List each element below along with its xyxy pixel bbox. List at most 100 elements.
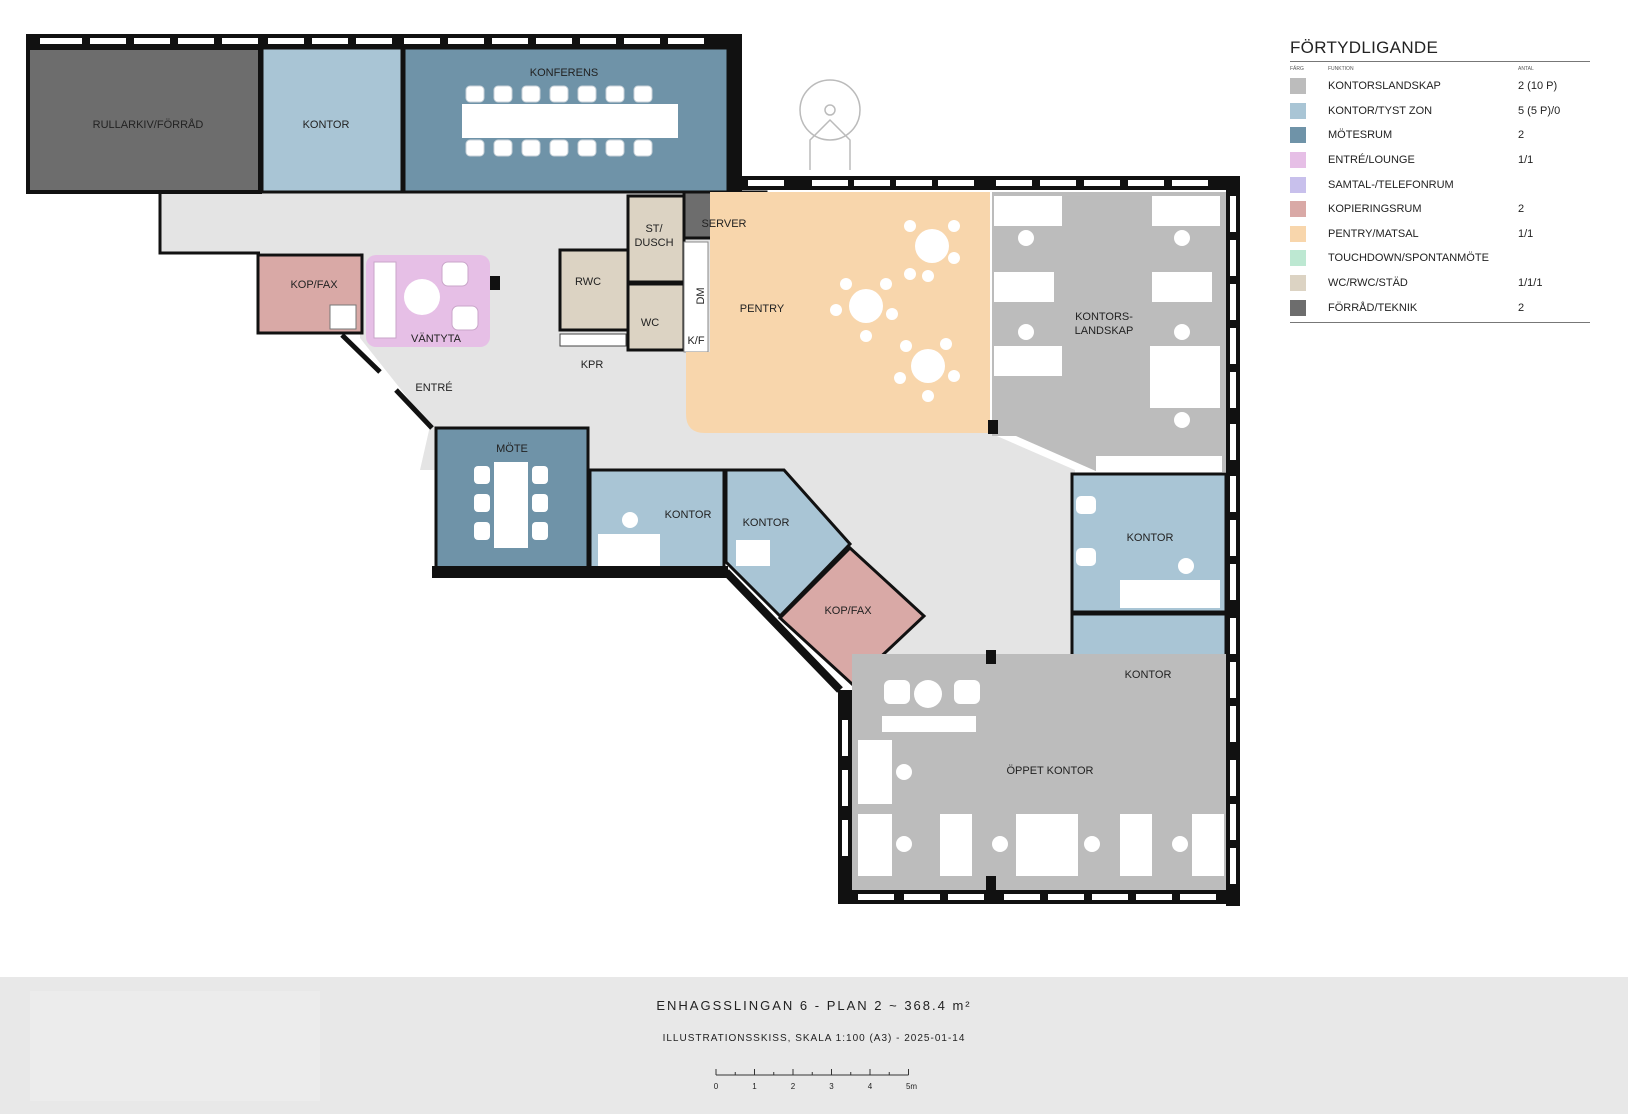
legend-item-name: WC/RWC/STÄD	[1328, 277, 1408, 290]
room-kontor-top	[260, 46, 404, 194]
label-kontor-mid: KONTOR	[665, 509, 712, 521]
room-rwc	[558, 248, 630, 332]
label-kontorslandskap-2: LANDSKAP	[1075, 325, 1134, 337]
label-rullarkiv: RULLARKIV/FÖRRÅD	[93, 118, 204, 131]
desk	[598, 534, 660, 566]
legend-item-count: 2 (10 P)	[1518, 80, 1558, 93]
room-rullarkiv	[26, 46, 262, 194]
legend-swatch	[1290, 299, 1306, 316]
legend-item-count: 1/1/1	[1518, 277, 1543, 290]
scale-bar-label: 1	[752, 1082, 757, 1091]
scale-bar: 0 1 2 3 4 5m	[714, 1069, 917, 1091]
legend: FÖRTYDLIGANDE FÄRG FUNKTION ANTAL KONTOR…	[1290, 38, 1590, 323]
legend-item-count: 5 (5 P)/0	[1518, 104, 1561, 117]
windows-top	[40, 38, 704, 44]
legend-item-name: MÖTESRUM	[1328, 129, 1393, 142]
legend-item-count: 2	[1518, 129, 1525, 142]
kpr-lockers	[559, 333, 627, 347]
legend-item-name: TOUCHDOWN/SPONTANMÖTE	[1328, 252, 1489, 265]
wall-top-right	[742, 176, 1240, 190]
chair	[1178, 558, 1194, 574]
lounge-sofa	[373, 261, 397, 339]
legend-swatch	[1290, 275, 1306, 292]
plan-subtitle: ILLUSTRATIONSSKISS, SKALA 1:100 (A3) - 2…	[662, 1033, 966, 1044]
legend-swatch	[1290, 250, 1306, 267]
windows-right	[1230, 196, 1236, 884]
label-kpr: KPR	[581, 359, 604, 371]
label-pentry: PENTRY	[740, 303, 785, 315]
label-dm: DM	[695, 287, 707, 304]
lounge-table	[404, 279, 440, 315]
wall-right-konferens	[728, 34, 742, 194]
legend-item: MÖTESRUM 2	[1290, 123, 1590, 148]
chair	[1076, 496, 1096, 514]
label-konferens: KONFERENS	[530, 67, 598, 79]
legend-item: TOUCHDOWN/SPONTANMÖTE	[1290, 246, 1590, 271]
legend-item: WC/RWC/STÄD 1/1/1	[1290, 271, 1590, 296]
entry-wall	[340, 333, 434, 430]
legend-item-count: 2	[1518, 203, 1525, 216]
label-vantyta: VÄNTYTA	[411, 333, 462, 345]
mote-chairs	[474, 466, 548, 540]
pentry-tables	[830, 220, 960, 402]
legend-item: SAMTAL-/TELEFONRUM	[1290, 172, 1590, 197]
room-wc	[626, 282, 686, 352]
legend-item: KONTOR/TYST ZON 5 (5 P)/0	[1290, 99, 1590, 124]
scale-bar-label: 2	[791, 1082, 796, 1091]
legend-col-function: FUNKTION	[1328, 66, 1354, 72]
legend-swatch	[1290, 201, 1306, 218]
column	[986, 650, 996, 664]
column	[986, 876, 996, 892]
windows-left-oppet	[842, 720, 848, 856]
legend-item-name: KONTORSLANDSKAP	[1328, 80, 1441, 93]
mote-table	[494, 462, 528, 548]
label-rwc: RWC	[575, 276, 601, 288]
legend-item: KOPIERINGSRUM 2	[1290, 197, 1590, 222]
legend-swatch	[1290, 102, 1306, 119]
chair	[1076, 548, 1096, 566]
legend-item: KONTORSLANDSKAP 2 (10 P)	[1290, 74, 1590, 99]
scale-bar-label: 0	[714, 1082, 719, 1091]
label-kontor-top: KONTOR	[303, 119, 350, 131]
room-kontor-angled	[724, 468, 853, 619]
label-oppet-kontor: ÖPPET KONTOR	[1006, 765, 1093, 777]
legend-swatch	[1290, 127, 1306, 144]
oppet-kontor-furniture	[858, 680, 1224, 876]
legend-item-name: KOPIERINGSRUM	[1328, 203, 1422, 216]
legend-item-name: ENTRÉ/LOUNGE	[1328, 154, 1415, 167]
legend-item-count: 2	[1518, 301, 1525, 314]
legend-swatch	[1290, 152, 1306, 169]
legend-title: FÖRTYDLIGANDE	[1290, 38, 1590, 62]
column	[988, 420, 998, 434]
legend-header: FÄRG FUNKTION ANTAL	[1290, 66, 1590, 74]
windows-bottom	[858, 894, 1216, 900]
legend-item-name: SAMTAL-/TELEFONRUM	[1328, 178, 1454, 191]
label-entre: ENTRÉ	[415, 381, 452, 394]
desk	[736, 540, 770, 566]
label-st-dusch-2: DUSCH	[634, 237, 673, 249]
label-wc: WC	[641, 317, 659, 329]
wall-mid-bottom	[588, 566, 728, 578]
label-kontor-right-2: KONTOR	[1125, 669, 1172, 681]
lounge-chair	[451, 305, 479, 331]
label-kontorslandskap-1: KONTORS-	[1075, 311, 1133, 323]
legend-item-count: 1/1	[1518, 227, 1534, 240]
scale-bar-label: 5m	[906, 1082, 917, 1091]
floor-plan: RULLARKIV/FÖRRÅD KONTOR KONFERENS KOP/FA…	[26, 34, 1240, 906]
legend-rows: KONTORSLANDSKAP 2 (10 P) KONTOR/TYST ZON 5 …	[1290, 74, 1590, 320]
wall-angled-outer	[723, 569, 843, 693]
legend-swatch	[1290, 225, 1306, 242]
title-block: ENHAGSSLINGAN 6 - PLAN 2 ~ 368.4 m² ILLU…	[0, 977, 1628, 1114]
scale-bar-label: 3	[829, 1082, 834, 1091]
label-kontor-right-1: KONTOR	[1127, 532, 1174, 544]
copier	[329, 304, 357, 330]
chair	[622, 512, 638, 528]
label-kop-fax-right: KOP/FAX	[824, 605, 872, 617]
conference-table	[462, 104, 678, 138]
corridor-wall-left	[158, 192, 260, 255]
scale-bar-label: 4	[868, 1082, 873, 1091]
legend-item-name: KONTOR/TYST ZON	[1328, 104, 1433, 117]
